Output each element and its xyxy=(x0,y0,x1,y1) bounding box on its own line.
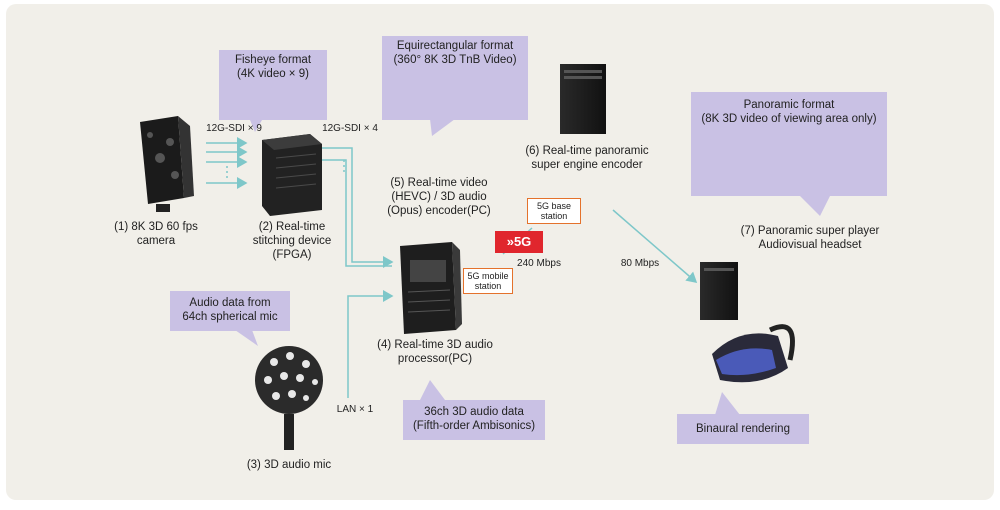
super-player-label-line2: Audiovisual headset xyxy=(758,239,862,251)
encoder-pc-label-line3: (Opus) encoder(PC) xyxy=(387,205,491,217)
camera-label: (1) 8K 3D 60 fps camera xyxy=(100,220,212,248)
panoramic-callout: Panoramic format (8K 3D video of viewing… xyxy=(691,92,887,196)
audio-processor-label-line2: processor(PC) xyxy=(397,353,473,365)
5g-base-station-tag: 5G base station xyxy=(527,198,581,224)
stitching-label: (2) Real-time stitching device (FPGA) xyxy=(236,220,348,262)
camera-label-line2: camera xyxy=(136,235,176,247)
encoder-pc-label: (5) Real-time video (HEVC) / 3D audio (O… xyxy=(380,176,498,218)
panoramic-callout-line2: (8K 3D video of viewing area only) xyxy=(701,113,877,125)
binaural-callout-label: Binaural rendering xyxy=(696,423,790,435)
fisheye-callout: Fisheye format (4K video × 9) xyxy=(219,50,327,120)
ambisonics-callout: 36ch 3D audio data (Fifth-order Ambisoni… xyxy=(403,400,545,440)
sdi4-label: 12G-SDI × 4 xyxy=(322,123,378,134)
equirect-callout: Equirectangular format (360° 8K 3D TnB V… xyxy=(382,36,528,120)
binaural-callout: Binaural rendering xyxy=(677,414,809,444)
audio-processor-icon xyxy=(400,242,462,334)
stitching-label-line2: stitching device xyxy=(252,235,332,247)
lan-label: LAN × 1 xyxy=(336,404,374,415)
5g-badge-text: 5G xyxy=(513,234,532,249)
stitching-label-line3: (FPGA) xyxy=(272,249,312,261)
5g-mobile-station-line2: station xyxy=(474,281,502,291)
5g-base-station-line2: station xyxy=(540,211,568,221)
callout-pointers xyxy=(235,119,830,415)
super-player-label-line1: (7) Panoramic super player xyxy=(740,225,880,237)
sdi9-label: 12G-SDI × 9 xyxy=(206,123,262,134)
rate-80-label: 80 Mbps xyxy=(620,258,660,269)
super-player-label: (7) Panoramic super player Audiovisual h… xyxy=(730,224,890,252)
5g-mobile-station-line1: 5G mobile xyxy=(467,271,509,281)
audio-data-callout-line2: 64ch spherical mic xyxy=(182,311,278,323)
fisheye-callout-line1: Fisheye format xyxy=(234,54,312,66)
super-engine-label-line1: (6) Real-time panoramic xyxy=(525,145,649,157)
equirect-callout-line1: Equirectangular format xyxy=(396,40,514,52)
fisheye-callout-line2: (4K video × 9) xyxy=(237,68,309,80)
audio-processor-label-line1: (4) Real-time 3D audio xyxy=(377,339,493,351)
equirect-callout-line2: (360° 8K 3D TnB Video) xyxy=(393,54,517,66)
5g-badge: »5G xyxy=(495,231,543,253)
camera-label-line1: (1) 8K 3D 60 fps xyxy=(114,221,198,233)
panoramic-callout-line1: Panoramic format xyxy=(743,99,835,111)
super-engine-label: (6) Real-time panoramic super engine enc… xyxy=(522,144,652,172)
encoder-pc-label-line1: (5) Real-time video xyxy=(390,177,488,189)
encoder-pc-label-line2: (HEVC) / 3D audio xyxy=(391,191,487,203)
audio-data-callout-line1: Audio data from xyxy=(189,297,271,309)
spherical-mic-icon xyxy=(255,346,323,450)
ambisonics-callout-line1: 36ch 3D audio data xyxy=(424,406,524,418)
ambisonics-callout-line2: (Fifth-order Ambisonics) xyxy=(412,420,536,432)
rate-240-label: 240 Mbps xyxy=(517,258,561,269)
5g-base-station-line1: 5G base xyxy=(536,201,572,211)
5g-badge-arrows-icon: » xyxy=(506,234,514,249)
super-engine-tower-icon xyxy=(560,64,606,134)
audio-data-callout: Audio data from 64ch spherical mic xyxy=(170,291,290,331)
vr-headset-icon xyxy=(712,324,795,383)
audio-processor-label: (4) Real-time 3D audio processor(PC) xyxy=(370,338,500,366)
receiver-tower-icon xyxy=(700,262,738,320)
camera-icon xyxy=(140,116,194,212)
stitching-device-icon xyxy=(262,134,322,216)
mic-label-line1: (3) 3D audio mic xyxy=(246,459,332,471)
super-engine-label-line2: super engine encoder xyxy=(531,159,643,171)
5g-mobile-station-tag: 5G mobile station xyxy=(463,268,513,294)
stitching-label-line1: (2) Real-time xyxy=(258,221,326,233)
mic-label: (3) 3D audio mic xyxy=(236,458,342,472)
